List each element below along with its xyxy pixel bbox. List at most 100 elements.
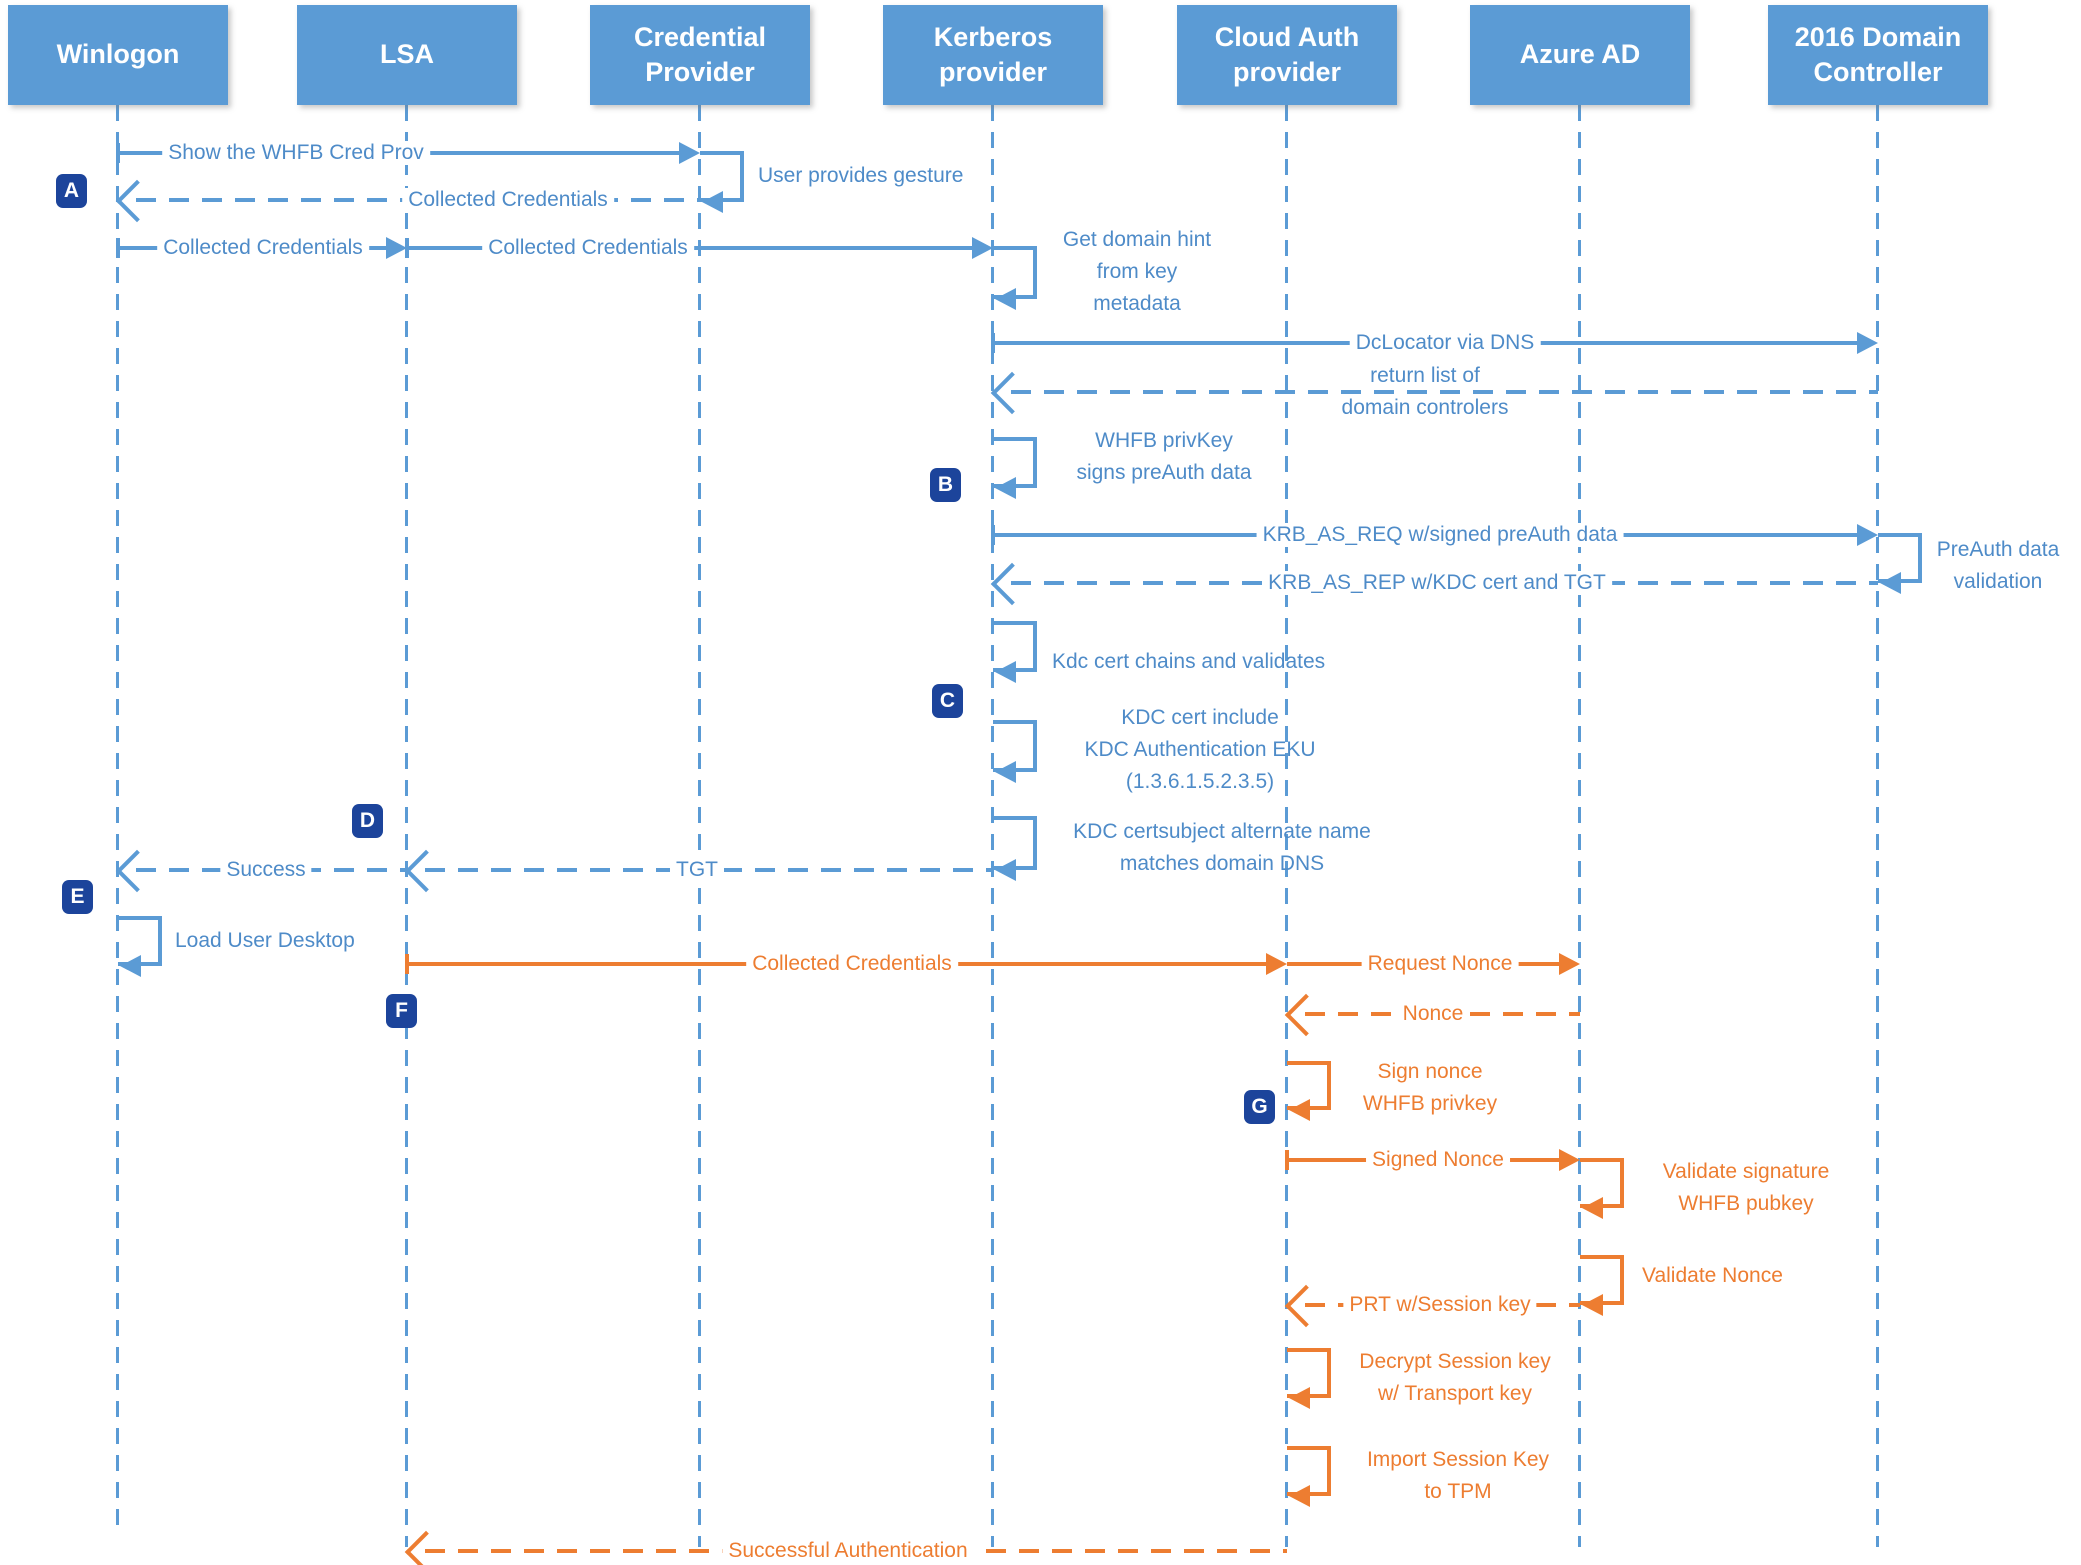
message-kdc-cert-san: KDC certsubject alternate name matches d… xyxy=(1073,816,1371,880)
label-line: KDC Authentication EKU xyxy=(1084,738,1316,761)
lifeline-2016-domain-controller xyxy=(1876,105,1879,1547)
label-line: validation xyxy=(1953,570,2043,593)
lifeline-credential-provider xyxy=(698,105,701,1547)
open-arrowhead-icon xyxy=(115,179,159,223)
label-line: WHFB pubkey xyxy=(1678,1192,1814,1215)
arrowhead-icon xyxy=(995,477,1016,499)
arrowhead-icon xyxy=(995,859,1016,881)
message-dclocator: DcLocator via DNS xyxy=(1349,331,1541,355)
label-line: to TPM xyxy=(1424,1480,1492,1503)
message-decrypt-session-key: Decrypt Session key w/ Transport key xyxy=(1359,1346,1550,1410)
message-whfb-privkey: WHFB privKey signs preAuth data xyxy=(1076,425,1251,489)
label-line: Import Session Key xyxy=(1366,1448,1550,1471)
actor-winlogon: Winlogon xyxy=(8,5,228,105)
label-line: Validate signature xyxy=(1662,1160,1830,1183)
arrowhead-icon xyxy=(1289,1099,1310,1121)
message-successful-authentication: Successful Authentication xyxy=(722,1539,974,1563)
label-line: PreAuth data xyxy=(1936,538,2060,561)
message-nonce: Nonce xyxy=(1396,1002,1470,1026)
actor-credential-provider: Credential Provider xyxy=(590,5,810,105)
message-krb-as-req: KRB_AS_REQ w/signed preAuth data xyxy=(1256,523,1624,547)
message-user-gesture: User provides gesture xyxy=(758,164,964,187)
label-line: from key xyxy=(1096,260,1178,283)
label-line: metadata xyxy=(1093,292,1181,315)
label-line: w/ Transport key xyxy=(1377,1382,1533,1405)
message-collected-credentials-return: Collected Credentials xyxy=(402,188,614,212)
arrowhead-icon xyxy=(386,237,407,259)
message-return-dc-list: return list of domain controlers xyxy=(1342,360,1509,424)
actor-2016-domain-controller: 2016 Domain Controller xyxy=(1768,5,1988,105)
message-get-domain-hint: Get domain hint from key metadata xyxy=(1063,224,1211,320)
arrow-return-dc-list xyxy=(1011,390,1878,394)
lifeline-lsa xyxy=(405,105,408,1547)
step-badge-a: A xyxy=(56,174,87,208)
arrowhead-icon xyxy=(120,955,141,977)
message-signed-nonce: Signed Nonce xyxy=(1366,1148,1510,1172)
message-collected-credentials-2: Collected Credentials xyxy=(482,236,694,260)
message-prt-session-key: PRT w/Session key xyxy=(1343,1293,1537,1317)
actor-kerberos-provider: Kerberos provider xyxy=(883,5,1103,105)
label-line: return list of xyxy=(1370,364,1480,387)
message-krb-as-rep: KRB_AS_REP w/KDC cert and TGT xyxy=(1262,571,1612,595)
message-kdc-cert-eku: KDC cert include KDC Authentication EKU … xyxy=(1084,702,1315,798)
arrowhead-icon xyxy=(972,237,993,259)
open-arrowhead-icon xyxy=(404,1530,448,1565)
arrowhead-icon xyxy=(679,142,700,164)
arrowhead-icon xyxy=(995,761,1016,783)
label-line: KDC certsubject alternate name xyxy=(1073,820,1371,843)
arrowhead-icon xyxy=(1266,953,1287,975)
open-arrowhead-icon xyxy=(990,562,1034,606)
actor-lsa: LSA xyxy=(297,5,517,105)
lifeline-kerberos-provider xyxy=(991,105,994,1547)
arrowhead-icon xyxy=(1582,1197,1603,1219)
lifeline-cloud-auth-provider xyxy=(1285,105,1288,1547)
label-line: domain controlers xyxy=(1341,396,1509,419)
arrowhead-icon xyxy=(1582,1294,1603,1316)
message-request-nonce: Request Nonce xyxy=(1361,952,1519,976)
label-line: Decrypt Session key xyxy=(1359,1350,1551,1373)
label-line: WHFB privkey xyxy=(1362,1092,1498,1115)
message-success: Success xyxy=(220,858,312,882)
message-load-user-desktop: Load User Desktop xyxy=(175,929,355,952)
arrowhead-icon xyxy=(1880,572,1901,594)
step-badge-b: B xyxy=(930,468,961,502)
arrowhead-icon xyxy=(1857,524,1878,546)
label-line: WHFB privKey xyxy=(1095,429,1233,452)
message-tgt: TGT xyxy=(670,858,724,882)
open-arrowhead-icon xyxy=(1284,1284,1328,1328)
message-validate-signature: Validate signature WHFB pubkey xyxy=(1663,1156,1830,1220)
arrowhead-icon xyxy=(1857,332,1878,354)
step-badge-c: C xyxy=(932,684,963,718)
arrowhead-icon xyxy=(1559,1149,1580,1171)
message-collected-credentials-1: Collected Credentials xyxy=(157,236,369,260)
step-badge-g: G xyxy=(1244,1090,1275,1124)
open-arrowhead-icon xyxy=(404,849,448,893)
label-line: KDC cert include xyxy=(1121,706,1279,729)
arrowhead-icon xyxy=(995,288,1016,310)
actor-cloud-auth-provider: Cloud Auth provider xyxy=(1177,5,1397,105)
arrowhead-icon xyxy=(1559,953,1580,975)
message-validate-nonce: Validate Nonce xyxy=(1642,1264,1783,1287)
lifeline-winlogon xyxy=(116,105,119,1528)
step-badge-d: D xyxy=(352,804,383,838)
label-line: signs preAuth data xyxy=(1076,461,1252,484)
label-line: (1.3.6.1.5.2.3.5) xyxy=(1125,770,1275,793)
label-line: matches domain DNS xyxy=(1119,852,1325,875)
message-preauth-validation: PreAuth data validation xyxy=(1937,534,2060,598)
actor-azure-ad: Azure AD xyxy=(1470,5,1690,105)
open-arrowhead-icon xyxy=(990,371,1034,415)
message-import-session-key: Import Session Key to TPM xyxy=(1367,1444,1549,1508)
arrowhead-icon xyxy=(1289,1485,1310,1507)
label-line: Get domain hint xyxy=(1062,228,1212,251)
step-badge-f: F xyxy=(386,994,417,1028)
open-arrowhead-icon xyxy=(1284,993,1328,1037)
message-collected-credentials-3: Collected Credentials xyxy=(746,952,958,976)
step-badge-e: E xyxy=(62,880,93,914)
lifeline-azure-ad xyxy=(1578,105,1581,1547)
arrowhead-icon xyxy=(1289,1387,1310,1409)
message-sign-nonce: Sign nonce WHFB privkey xyxy=(1363,1056,1497,1120)
arrowhead-icon xyxy=(995,661,1016,683)
open-arrowhead-icon xyxy=(115,849,159,893)
message-kdc-cert-chains: Kdc cert chains and validates xyxy=(1052,650,1326,673)
